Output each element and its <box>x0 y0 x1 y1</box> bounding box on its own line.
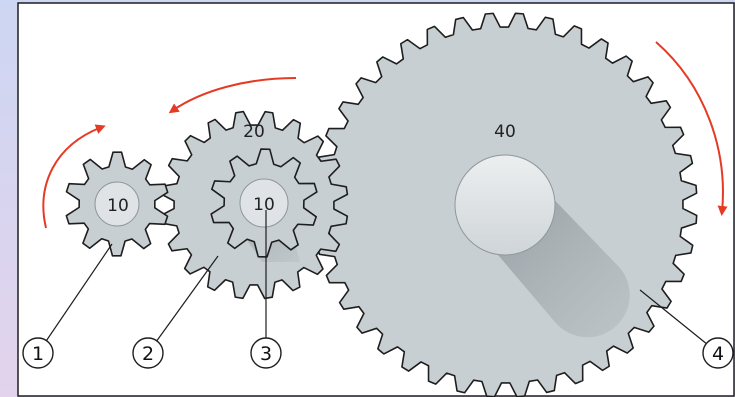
gear-3-hub <box>239 178 289 228</box>
callout-circle-4 <box>702 337 734 369</box>
gear-1-teeth-label: 10 <box>107 196 129 216</box>
gear-2-rotation-arrow <box>168 77 297 114</box>
callout-2: 2 <box>132 337 164 369</box>
callout-4: 4 <box>702 337 734 369</box>
callout-circle-3 <box>250 337 282 369</box>
leader-line-2 <box>147 255 219 354</box>
leader-line-4 <box>639 289 719 354</box>
callout-circle-1 <box>22 337 54 369</box>
gear-4-teeth-label: 40 <box>494 122 516 142</box>
leader-line-1 <box>37 243 113 354</box>
gear-2-teeth-label: 20 <box>243 122 265 142</box>
gear-4: 40 <box>312 12 698 397</box>
callout-number-2: 2 <box>142 343 154 365</box>
gear-1-rotation-arrow <box>42 124 106 229</box>
gear-4-rotation-arrow <box>655 41 728 216</box>
callout-number-3: 3 <box>260 343 272 365</box>
callout-3: 3 <box>250 337 282 369</box>
gear-3: 10 <box>210 148 318 258</box>
gear-3-teeth-label: 10 <box>253 195 275 215</box>
callout-number-1: 1 <box>32 343 44 365</box>
callout-number-4: 4 <box>712 343 724 365</box>
callout-1: 1 <box>22 337 54 369</box>
gear-1-hub <box>94 181 140 227</box>
gear-1: 10 <box>65 151 169 257</box>
callout-circle-2 <box>132 337 164 369</box>
gear-train-diagram: 40 20 10 10 1 2 3 4 <box>17 2 735 397</box>
gear-4-hub <box>454 154 556 256</box>
